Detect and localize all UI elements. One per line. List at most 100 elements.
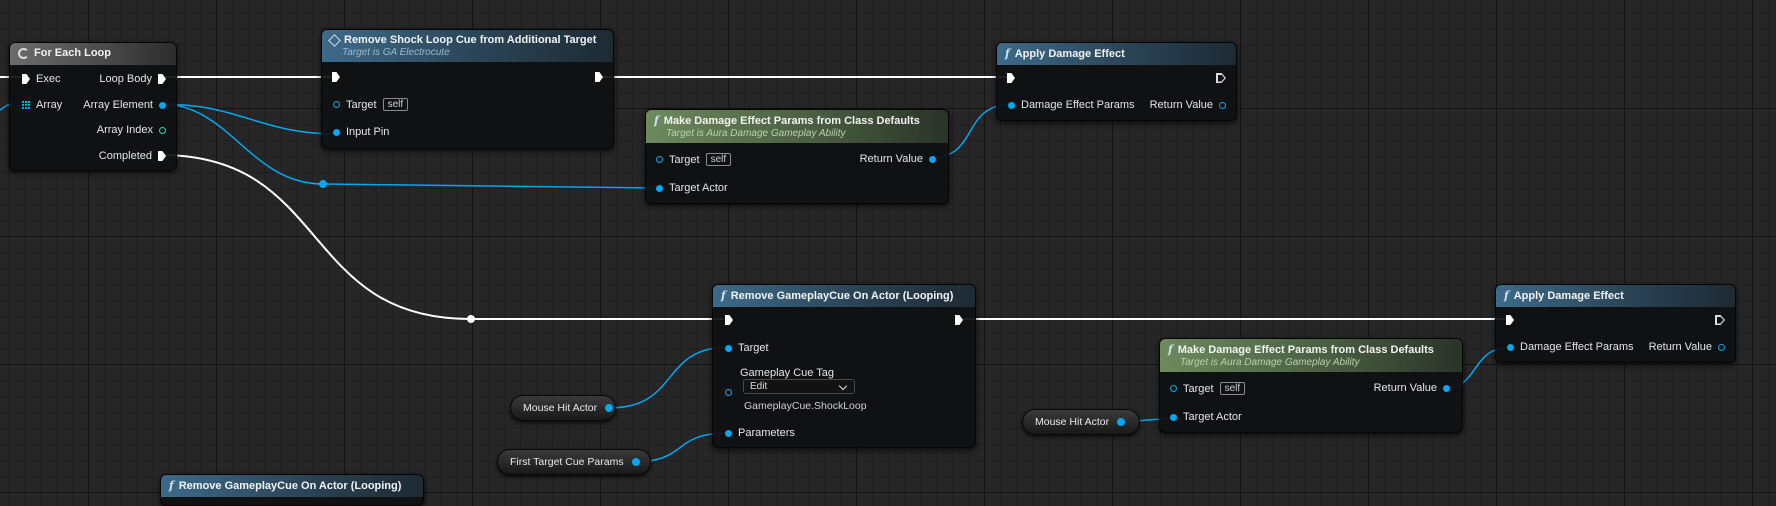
return-value-pin[interactable]: Return Value	[1649, 341, 1725, 353]
damage-effect-params-pin[interactable]: Damage Effect Params	[1008, 99, 1135, 111]
pin-label: Damage Effect Params	[1520, 341, 1634, 353]
target-pin[interactable]: Target	[725, 342, 769, 354]
struct-pin-icon	[725, 389, 732, 396]
exec-pin-icon	[595, 72, 603, 82]
array-index-pin[interactable]: Array Index	[97, 124, 166, 136]
tag-value-text: GameplayCue.ShockLoop	[744, 400, 867, 412]
make-damage-effect-params-node[interactable]: f Make Damage Effect Params from Class De…	[1159, 338, 1463, 433]
self-value: self	[382, 98, 409, 111]
object-pin-icon	[656, 184, 663, 192]
remove-shock-loop-cue-node[interactable]: Remove Shock Loop Cue from Additional Ta…	[321, 29, 614, 149]
node-header: Remove Shock Loop Cue from Additional Ta…	[322, 30, 613, 62]
node-title: Make Damage Effect Params from Class Def…	[1177, 343, 1434, 356]
array-input-pin[interactable]: Array	[22, 99, 62, 111]
exec-output-pin[interactable]	[1715, 315, 1725, 325]
target-actor-pin[interactable]: Target Actor	[1170, 411, 1242, 423]
object-pin-icon	[333, 128, 340, 136]
parameters-pin[interactable]: Parameters	[725, 427, 795, 439]
apply-damage-effect-node[interactable]: f Apply Damage Effect Damage Effect Param…	[1495, 284, 1736, 363]
exec-pin-icon	[22, 74, 30, 84]
object-pin-icon	[1170, 385, 1177, 392]
return-value-pin[interactable]: Return Value	[1374, 382, 1450, 394]
function-call-icon	[328, 33, 341, 47]
self-value: self	[1219, 382, 1246, 395]
loop-icon	[18, 47, 29, 59]
damage-effect-params-pin[interactable]: Damage Effect Params	[1507, 341, 1634, 353]
node-title: Apply Damage Effect	[1513, 289, 1624, 302]
return-value-pin[interactable]: Return Value	[860, 153, 936, 165]
remove-gameplaycue-looping-node-partial[interactable]: f Remove GameplayCue On Actor (Looping)	[160, 474, 424, 506]
exec-input-pin[interactable]	[332, 72, 340, 82]
pin-label: Return Value	[1373, 382, 1437, 394]
pin-label: Target Actor	[669, 182, 728, 194]
object-pin-icon	[1170, 413, 1177, 421]
exec-input-pin[interactable]: Exec	[22, 73, 60, 85]
exec-input-pin[interactable]	[1007, 73, 1015, 83]
object-pin-icon	[333, 101, 340, 108]
for-each-loop-node[interactable]: For Each Loop Exec Array Loop Body Array…	[9, 42, 177, 171]
object-pin-icon[interactable]	[605, 404, 614, 412]
object-pin-icon	[159, 101, 166, 109]
obj-wire-knot-to-targetactor	[322, 183, 662, 189]
node-title: Remove GameplayCue On Actor (Looping)	[178, 479, 402, 492]
obj-wire-element-to-knot	[160, 103, 324, 185]
mouse-hit-actor-getter[interactable]: Mouse Hit Actor	[1022, 409, 1140, 435]
array-element-pin[interactable]: Array Element	[83, 99, 166, 111]
obj-wire-element-to-inputpin	[160, 103, 337, 135]
exec-input-pin[interactable]	[725, 315, 733, 325]
input-pin[interactable]: Input Pin	[333, 126, 389, 138]
function-icon: f	[1504, 289, 1509, 302]
pin-label: Array Index	[96, 124, 153, 136]
pin-label: Return Value	[859, 153, 923, 165]
struct-pin-icon	[1443, 384, 1450, 392]
pin-label: Array	[36, 99, 63, 111]
function-icon: f	[1168, 343, 1173, 356]
variable-label: First Target Cue Params	[510, 456, 624, 468]
pin-label: Target	[738, 342, 769, 354]
gameplay-cue-tag-pin[interactable]	[725, 389, 732, 396]
node-subtitle: Target is GA Electrocute	[342, 47, 450, 58]
struct-pin-icon[interactable]	[631, 458, 640, 466]
exec-output-pin[interactable]	[595, 72, 603, 82]
exec-output-pin[interactable]	[955, 315, 963, 325]
reroute-knot-exec[interactable]	[467, 315, 475, 323]
gameplay-cue-tag-dropdown[interactable]: Edit	[743, 379, 855, 394]
loop-body-pin[interactable]: Loop Body	[99, 73, 166, 85]
reroute-knot-object[interactable]	[319, 180, 327, 188]
struct-pin-icon	[929, 155, 936, 163]
return-value-pin[interactable]: Return Value	[1150, 99, 1226, 111]
target-pin[interactable]: Target self	[1170, 382, 1246, 395]
obj-wire-mousehit-to-target	[608, 346, 730, 409]
first-target-cue-params-getter[interactable]: First Target Cue Params	[497, 449, 651, 475]
node-subtitle: Target is Aura Damage Gameplay Ability	[666, 128, 846, 139]
target-actor-pin[interactable]: Target Actor	[656, 182, 728, 194]
pin-label: Target	[1183, 382, 1214, 395]
pin-label: Target	[669, 153, 700, 166]
function-icon: f	[721, 289, 726, 302]
object-pin-icon	[725, 344, 732, 352]
pin-label: Exec	[36, 73, 61, 85]
mouse-hit-actor-getter[interactable]: Mouse Hit Actor	[510, 395, 616, 421]
function-icon: f	[169, 479, 174, 492]
pin-label: Gameplay Cue Tag	[740, 367, 834, 379]
exec-wire-completed	[160, 154, 471, 320]
exec-pin-icon	[1216, 73, 1226, 83]
function-icon: f	[654, 114, 659, 127]
gameplay-cue-tag-label: Gameplay Cue Tag	[740, 367, 834, 379]
object-pin-icon[interactable]	[1117, 418, 1126, 426]
completed-pin[interactable]: Completed	[99, 150, 166, 162]
dropdown-value: Edit	[750, 381, 768, 392]
struct-pin-icon	[1008, 101, 1015, 109]
int-pin-icon	[159, 126, 166, 134]
exec-pin-icon	[158, 74, 166, 84]
exec-input-pin[interactable]	[1506, 315, 1514, 325]
object-pin-icon	[656, 156, 663, 163]
exec-output-pin[interactable]	[1216, 73, 1226, 83]
node-header: f Remove GameplayCue On Actor (Looping)	[161, 475, 423, 497]
